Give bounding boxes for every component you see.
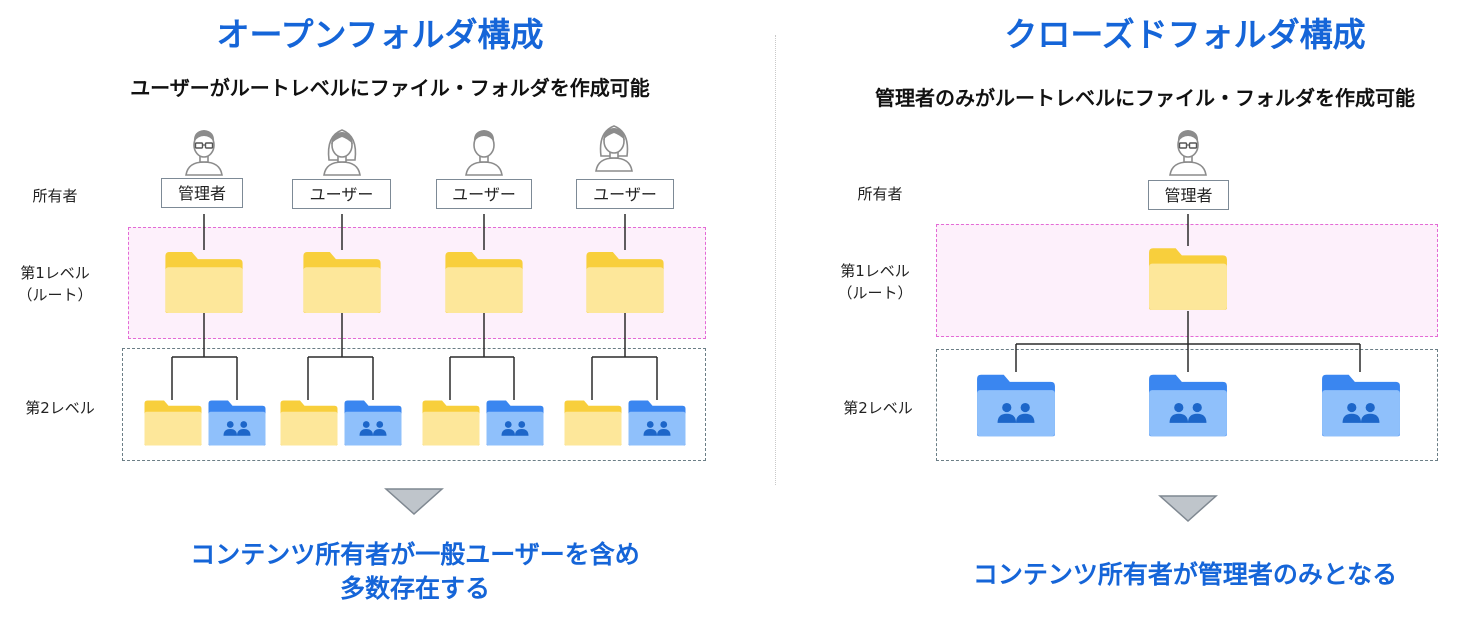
left-conclusion: コンテンツ所有者が一般ユーザーを含め 多数存在する bbox=[110, 538, 720, 606]
right-down-triangle-icon bbox=[1158, 495, 1218, 523]
left-root-folder-icon-2 bbox=[303, 252, 381, 313]
left-title: オープンフォルダ構成 bbox=[216, 15, 544, 54]
right-owner-row-label: 所有者 bbox=[857, 185, 903, 203]
left-root-folder-icon-3 bbox=[445, 252, 523, 313]
right-title: クローズドフォルダ構成 bbox=[1004, 15, 1366, 54]
left-level2-folder-icon-4 bbox=[564, 400, 622, 446]
right-level1-label-line1: 第1レベル bbox=[840, 262, 910, 280]
left-owner-box-1: 管理者 bbox=[161, 178, 243, 208]
left-owner-box-2: ユーザー bbox=[292, 179, 391, 209]
left-user-person-icon-3 bbox=[595, 125, 633, 172]
left-down-triangle-icon bbox=[384, 488, 444, 516]
right-level2-shared-folder-icon-2 bbox=[1149, 374, 1227, 437]
left-root-folder-icon-4 bbox=[586, 252, 664, 313]
left-level1-row-label: 第1レベル （ルート） bbox=[10, 262, 100, 306]
left-level2-row-label: 第2レベル bbox=[25, 399, 95, 417]
right-conclusion: コンテンツ所有者が管理者のみとなる bbox=[972, 560, 1398, 589]
right-level2-shared-folder-icon-1 bbox=[977, 374, 1055, 437]
left-level2-folder-icon-3 bbox=[422, 400, 480, 446]
right-admin-person-icon bbox=[1169, 130, 1207, 176]
right-subtitle: 管理者のみがルートレベルにファイル・フォルダを作成可能 bbox=[875, 86, 1415, 110]
left-subtitle: ユーザーがルートレベルにファイル・フォルダを作成可能 bbox=[130, 76, 650, 100]
right-level1-row-label: 第1レベル （ルート） bbox=[830, 260, 920, 304]
left-user-person-icon-1 bbox=[323, 129, 361, 176]
left-level2-shared-folder-icon-2 bbox=[344, 400, 402, 446]
left-owner-row-label: 所有者 bbox=[32, 187, 78, 205]
left-admin-person-icon bbox=[185, 130, 223, 176]
left-level2-shared-folder-icon-3 bbox=[486, 400, 544, 446]
left-conclusion-line2: 多数存在する bbox=[339, 574, 490, 603]
left-conclusion-line1: コンテンツ所有者が一般ユーザーを含め bbox=[190, 540, 640, 569]
left-level2-shared-folder-icon-1 bbox=[208, 400, 266, 446]
left-root-folder-icon-1 bbox=[165, 252, 243, 313]
left-level1-label-line1: 第1レベル bbox=[20, 264, 90, 282]
left-level2-folder-icon-2 bbox=[280, 400, 338, 446]
right-owner-box-1: 管理者 bbox=[1148, 180, 1229, 210]
left-level2-folder-icon-1 bbox=[144, 400, 202, 446]
left-level1-label-line2: （ルート） bbox=[17, 286, 93, 304]
left-owner-box-3: ユーザー bbox=[436, 179, 532, 209]
right-level2-shared-folder-icon-3 bbox=[1322, 374, 1400, 437]
right-root-folder-icon bbox=[1149, 248, 1227, 310]
left-owner-box-4: ユーザー bbox=[576, 179, 674, 209]
right-level1-label-line2: （ルート） bbox=[837, 284, 913, 302]
left-user-person-icon-2 bbox=[465, 130, 503, 176]
right-level2-row-label: 第2レベル bbox=[843, 399, 913, 417]
left-level2-shared-folder-icon-4 bbox=[628, 400, 686, 446]
panel-divider bbox=[775, 35, 776, 485]
